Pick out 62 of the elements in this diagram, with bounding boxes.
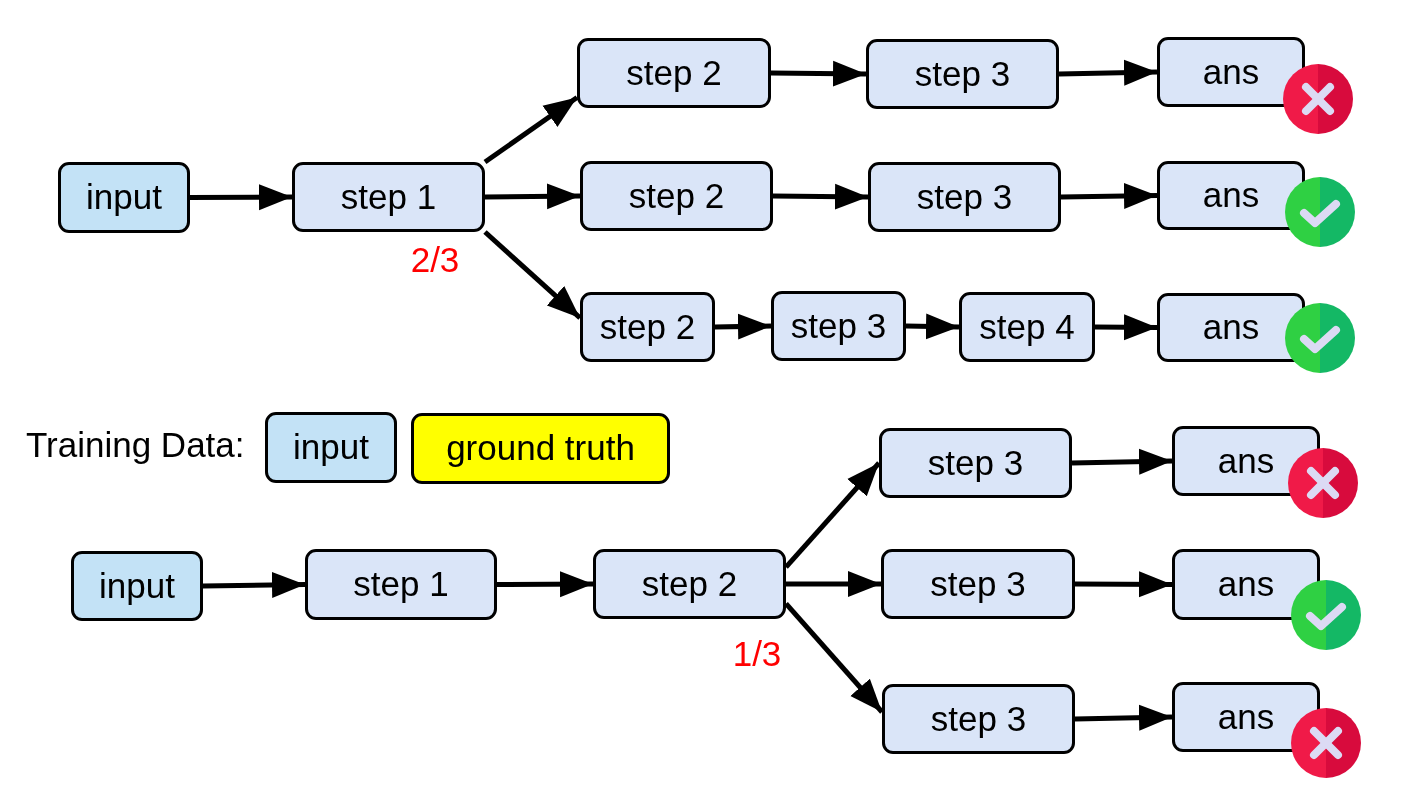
node-label: step 2 xyxy=(599,306,696,348)
step-box xyxy=(881,549,1075,619)
step-box xyxy=(593,549,786,619)
step-box xyxy=(580,292,715,362)
node-label: ans xyxy=(1202,307,1260,348)
node-label: input xyxy=(99,565,175,607)
node-label: step 2 xyxy=(628,175,725,217)
node-label: step 1 xyxy=(340,176,437,218)
node-label: step 1 xyxy=(353,564,449,605)
node-label: step 3 xyxy=(930,563,1026,605)
node-label: step 3 xyxy=(930,698,1027,740)
arrow xyxy=(190,184,292,211)
arrow xyxy=(714,313,772,340)
node-label: step 3 xyxy=(914,53,1011,95)
ground-truth-box xyxy=(411,413,670,484)
arrow xyxy=(905,313,960,340)
arrow xyxy=(784,461,881,569)
node-label: step 3 xyxy=(927,442,1024,484)
step-box xyxy=(577,38,771,108)
arrow xyxy=(202,572,306,598)
ratio-label: 1/3 xyxy=(731,634,783,675)
input-box xyxy=(71,551,203,621)
step-box xyxy=(771,291,906,361)
node-label: ground truth xyxy=(446,428,635,469)
node-label: ans xyxy=(1202,175,1260,216)
input-box xyxy=(265,412,397,483)
arrow xyxy=(770,60,867,87)
step-box xyxy=(580,161,773,231)
step-box xyxy=(305,549,497,620)
arrow xyxy=(786,571,881,597)
arrow xyxy=(1060,183,1158,209)
node-label: input xyxy=(293,427,369,468)
step-box xyxy=(882,684,1075,754)
arrow xyxy=(1095,314,1157,341)
step-box xyxy=(292,162,485,232)
ratio-label: 2/3 xyxy=(409,240,461,281)
arrow xyxy=(1058,59,1158,86)
arrow xyxy=(1071,448,1173,475)
node-label: ans xyxy=(1217,564,1275,605)
node-label: step 3 xyxy=(916,176,1013,218)
arrow xyxy=(772,183,869,210)
arrow xyxy=(484,183,581,210)
node-label: step 4 xyxy=(979,306,1075,348)
node-label: step 2 xyxy=(626,52,722,94)
node-label: ans xyxy=(1202,51,1260,93)
step-box xyxy=(879,428,1072,498)
arrow xyxy=(784,601,884,714)
arrow xyxy=(483,95,579,165)
node-label: ans xyxy=(1217,696,1275,738)
node-label: input xyxy=(86,177,162,218)
node-label: step 2 xyxy=(641,563,738,605)
node-label: ans xyxy=(1217,440,1275,482)
arrow xyxy=(483,230,582,320)
arrow xyxy=(1075,571,1172,598)
node-label: step 3 xyxy=(790,305,887,347)
section-label: Training Data: xyxy=(26,425,246,466)
input-box xyxy=(58,162,190,233)
step-box xyxy=(959,292,1095,362)
arrow xyxy=(497,571,593,598)
arrow xyxy=(1074,704,1173,731)
step-box xyxy=(868,162,1061,232)
step-box xyxy=(866,39,1059,109)
